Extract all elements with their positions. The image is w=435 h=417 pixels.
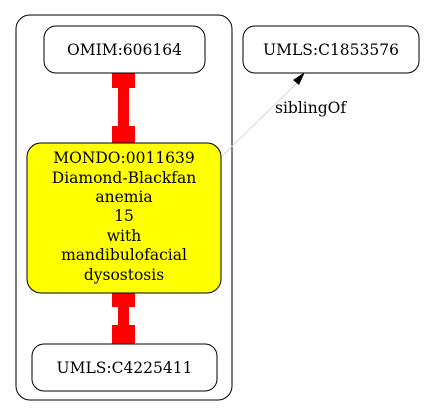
edge-label-sibling-of: siblingOf: [275, 99, 347, 117]
node-mondo-line-3: anemia: [95, 188, 152, 206]
node-umls-c4225411[interactable]: UMLS:C4225411: [31, 343, 218, 392]
node-mondo-line-7: dysostosis: [84, 266, 164, 284]
node-omim-label: OMIM:606164: [67, 41, 182, 59]
edge-omim-mondo: [112, 68, 135, 145]
node-umls-c1853576-label: UMLS:C1853576: [263, 41, 399, 59]
cluster-box: [15, 14, 233, 401]
node-umls-c4225411-label: UMLS:C4225411: [57, 359, 193, 377]
edge-mondo-umls-c4225411: [112, 287, 135, 346]
node-umls-c1853576[interactable]: UMLS:C1853576: [242, 25, 420, 74]
node-mondo-line-2: Diamond-Blackfan: [52, 169, 196, 187]
node-mondo-line-1: MONDO:0011639: [53, 149, 195, 167]
node-mondo-line-6: mandibulofacial: [61, 246, 187, 264]
arrowhead-icon: [293, 72, 305, 85]
edge-sibling-of: siblingOf: [219, 72, 347, 159]
node-mondo-line-5: with: [107, 227, 141, 245]
node-mondo-line-4: 15: [114, 207, 134, 225]
node-mondo[interactable]: MONDO:0011639 Diamond-Blackfan anemia 15…: [26, 142, 222, 294]
node-omim[interactable]: OMIM:606164: [43, 25, 206, 74]
